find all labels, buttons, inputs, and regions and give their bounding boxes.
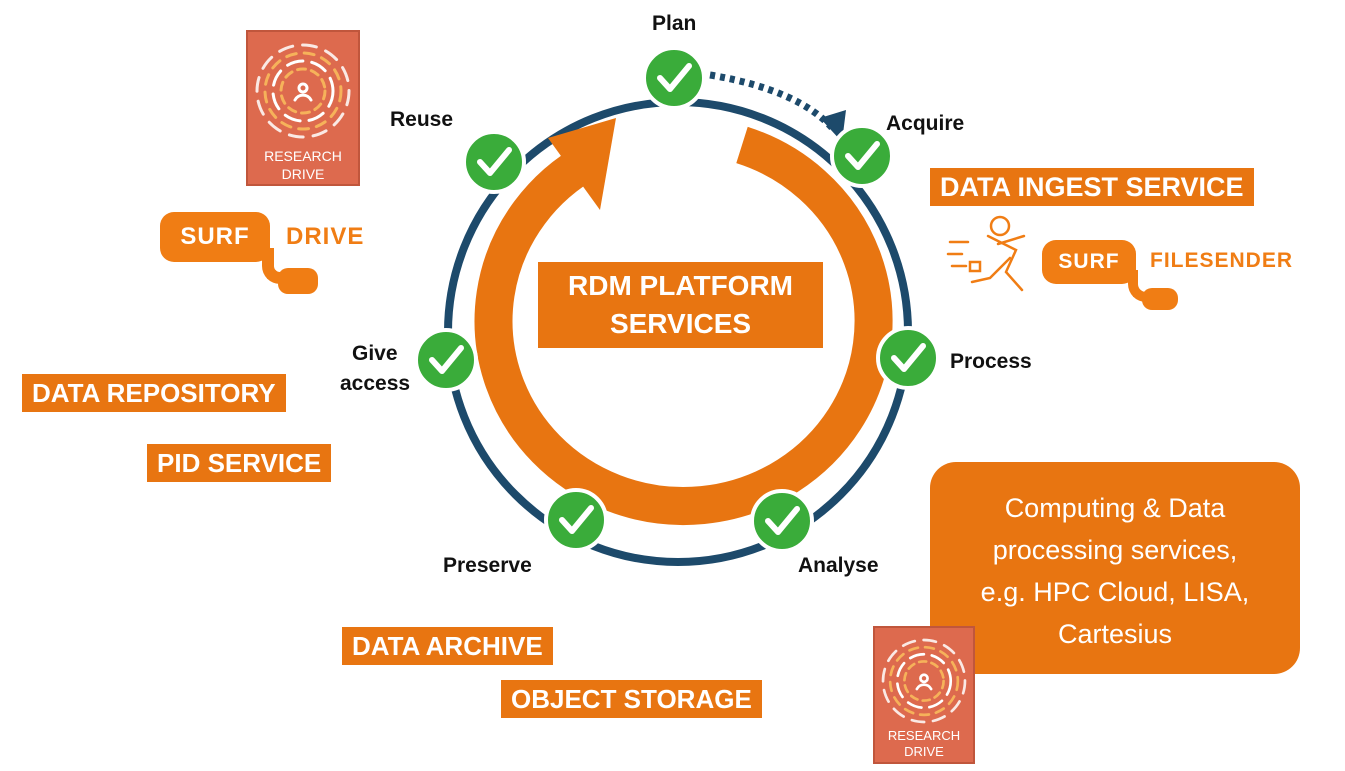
- data-archive-tag[interactable]: DATA ARCHIVE: [342, 627, 553, 665]
- filesender-product-word: FILESENDER: [1150, 249, 1294, 272]
- center-title-line2: SERVICES: [609, 308, 752, 339]
- stage-node-give-access[interactable]: [414, 328, 478, 392]
- stage-label-give-access-line2: access: [340, 372, 410, 395]
- data-repository-tag[interactable]: DATA REPOSITORY: [22, 374, 286, 412]
- pid-service-tag[interactable]: PID SERVICE: [147, 444, 332, 482]
- check-icon: [845, 141, 880, 170]
- research-drive-logo-top[interactable]: RESEARCH DRIVE: [246, 30, 360, 186]
- orange-cycle-arrowhead: [548, 118, 616, 210]
- stage-label-acquire: Acquire: [886, 112, 964, 135]
- computing-line2: processing services,: [992, 535, 1238, 565]
- check-icon: [891, 343, 926, 372]
- research-drive-line2: DRIVE: [904, 744, 944, 759]
- stage-label-preserve: Preserve: [443, 554, 532, 577]
- stage-node-preserve[interactable]: [544, 488, 608, 552]
- check-icon: [559, 505, 594, 534]
- surfdrive-tail-end: [278, 268, 318, 294]
- filesender-tail: [1128, 270, 1152, 302]
- stage-label-process: Process: [950, 350, 1032, 373]
- filesender-surf-pill: SURF: [1042, 240, 1136, 284]
- computing-line1: Computing & Data: [1004, 493, 1226, 523]
- research-drive-line1: RESEARCH: [264, 148, 342, 164]
- stage-label-analyse: Analyse: [798, 554, 879, 577]
- research-drive-rings-icon: [255, 43, 351, 139]
- surf-filesender-logo[interactable]: SURF FILESENDER: [1042, 240, 1332, 312]
- check-icon: [657, 63, 692, 92]
- filesender-tail-end: [1142, 288, 1178, 310]
- check-icon: [477, 147, 512, 176]
- research-drive-line1: RESEARCH: [887, 728, 961, 743]
- stage-label-reuse: Reuse: [390, 108, 453, 131]
- object-storage-tag[interactable]: OBJECT STORAGE: [501, 680, 762, 718]
- stage-label-plan: Plan: [652, 12, 696, 35]
- stage-node-plan[interactable]: [642, 46, 706, 110]
- check-icon: [765, 506, 800, 535]
- research-drive-rings-icon: [881, 638, 967, 724]
- data-ingest-service-tag[interactable]: DATA INGEST SERVICE: [930, 168, 1254, 206]
- stage-node-analyse[interactable]: [750, 489, 814, 553]
- orange-cycle-arrow: [474, 126, 893, 526]
- research-drive-logo-bottom[interactable]: RESEARCH DRIVE: [873, 626, 975, 764]
- surfdrive-product-word: DRIVE: [286, 223, 365, 250]
- computing-services-box[interactable]: Computing & Data processing services, e.…: [930, 462, 1300, 674]
- research-drive-line2: DRIVE: [281, 166, 325, 182]
- surfdrive-logo[interactable]: SURF DRIVE: [160, 212, 400, 294]
- stage-node-process[interactable]: [876, 326, 940, 390]
- stage-node-reuse[interactable]: [462, 130, 526, 194]
- stage-node-acquire[interactable]: [830, 124, 894, 188]
- filesender-runner-icon: [946, 215, 1026, 292]
- computing-line4: Cartesius: [1057, 619, 1173, 649]
- center-title-line1: RDM PLATFORM: [568, 270, 793, 301]
- stage-label-give-access-line1: Give: [352, 342, 398, 365]
- computing-line3: e.g. HPC Cloud, LISA,: [980, 577, 1250, 607]
- check-icon: [429, 345, 464, 374]
- rdm-platform-services-box: RDM PLATFORM SERVICES: [538, 262, 823, 348]
- surfdrive-surf-pill: SURF: [160, 212, 270, 262]
